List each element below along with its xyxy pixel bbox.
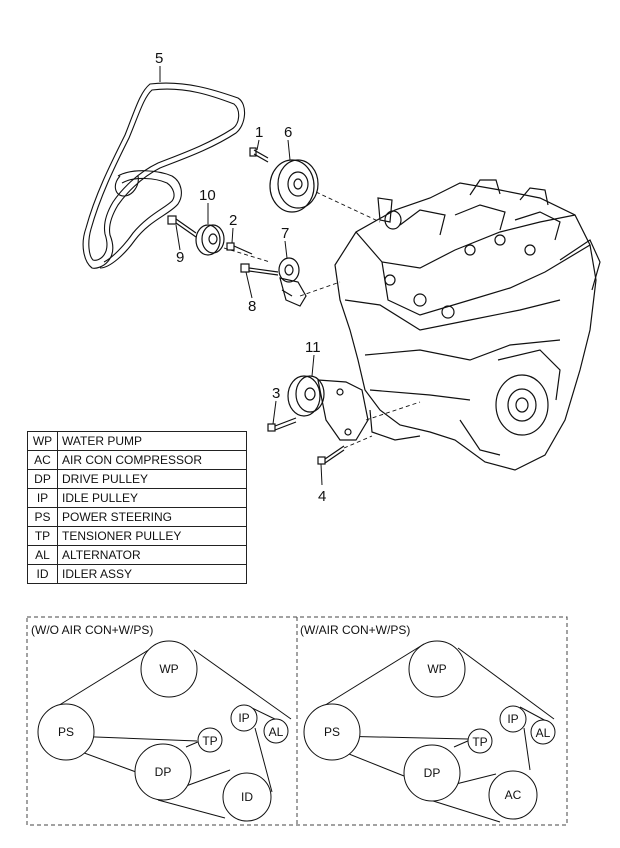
legend-text: ALTERNATOR <box>57 545 247 565</box>
callout-5: 5 <box>155 50 163 67</box>
idler-pulley-10 <box>195 224 225 256</box>
legend-code: PS <box>27 507 58 527</box>
callout-11: 11 <box>305 339 321 356</box>
label-al: AL <box>536 726 551 740</box>
routing-left-title: (W/O AIR CON+W/PS) <box>31 623 153 637</box>
legend-code: WP <box>27 431 58 451</box>
id-pulley <box>222 772 272 822</box>
bolt-2 <box>226 242 253 255</box>
routing-left: (W/O AIR CON+W/PS) WP PS TP IP <box>31 623 292 822</box>
routing-right-title: (W/AIR CON+W/PS) <box>300 623 410 637</box>
legend-code: AL <box>27 545 58 565</box>
dp-pulley <box>134 743 192 801</box>
callout-9: 9 <box>176 249 184 266</box>
legend-code: DP <box>27 469 58 489</box>
legend-code: TP <box>27 526 58 546</box>
ip-pulley <box>499 705 527 733</box>
callout-4: 4 <box>318 488 326 505</box>
label-ip: IP <box>238 711 249 725</box>
pulley-6 <box>269 159 319 213</box>
bolt-1 <box>249 147 269 163</box>
bolt-8 <box>240 263 279 276</box>
callout-6: 6 <box>284 124 292 141</box>
legend-text: TENSIONER PULLEY <box>57 526 247 546</box>
legend-text: WATER PUMP <box>57 431 247 451</box>
label-wp: WP <box>427 662 446 676</box>
ac-pulley <box>488 770 538 820</box>
drive-belt <box>82 82 246 269</box>
label-ac: AC <box>505 788 522 802</box>
ps-pulley <box>303 703 361 761</box>
legend-text: AIR CON COMPRESSOR <box>57 450 247 470</box>
legend-text: IDLE PULLEY <box>57 488 247 508</box>
bolt-3 <box>267 417 297 432</box>
legend-code: IP <box>27 488 58 508</box>
legend-code: AC <box>27 450 58 470</box>
label-al: AL <box>269 725 284 739</box>
al-pulley <box>530 719 556 745</box>
legend-text: IDLER ASSY <box>57 564 247 584</box>
wp-pulley <box>408 640 466 698</box>
callout-7: 7 <box>281 225 289 242</box>
label-dp: DP <box>424 766 441 780</box>
label-ps: PS <box>324 725 340 739</box>
routing-panels: (W/O AIR CON+W/PS) WP PS TP IP <box>26 616 568 826</box>
legend-text: DRIVE PULLEY <box>57 469 247 489</box>
al-pulley <box>263 718 289 744</box>
engine-assembly-illustration <box>82 82 601 471</box>
label-id: ID <box>241 790 253 804</box>
callout-3: 3 <box>272 385 280 402</box>
callout-numbers: 5 1 6 10 2 7 9 8 11 3 4 <box>155 50 326 505</box>
legend-code: ID <box>27 564 58 584</box>
callout-10: 10 <box>199 187 216 204</box>
label-dp: DP <box>155 765 172 779</box>
label-wp: WP <box>159 662 178 676</box>
bracket-11 <box>287 375 369 441</box>
dp-pulley <box>403 744 461 802</box>
wp-pulley <box>140 640 198 698</box>
tp-pulley <box>197 727 223 753</box>
bolt-4 <box>317 445 345 465</box>
label-tp: TP <box>472 735 487 749</box>
ps-pulley <box>37 703 95 761</box>
bolt-9 <box>167 215 197 238</box>
label-tp: TP <box>202 734 217 748</box>
engine-block <box>334 179 601 471</box>
legend-text: POWER STEERING <box>57 507 247 527</box>
ip-pulley <box>230 704 258 732</box>
tp-pulley <box>467 728 493 754</box>
leader-lines <box>223 191 421 449</box>
label-ps: PS <box>58 725 74 739</box>
routing-right: (W/AIR CON+W/PS) WP PS TP IP AL D <box>300 623 556 823</box>
callout-8: 8 <box>248 298 256 315</box>
tensioner-7 <box>278 257 307 307</box>
label-ip: IP <box>507 712 518 726</box>
callout-2: 2 <box>229 212 237 229</box>
callout-1: 1 <box>255 124 263 141</box>
